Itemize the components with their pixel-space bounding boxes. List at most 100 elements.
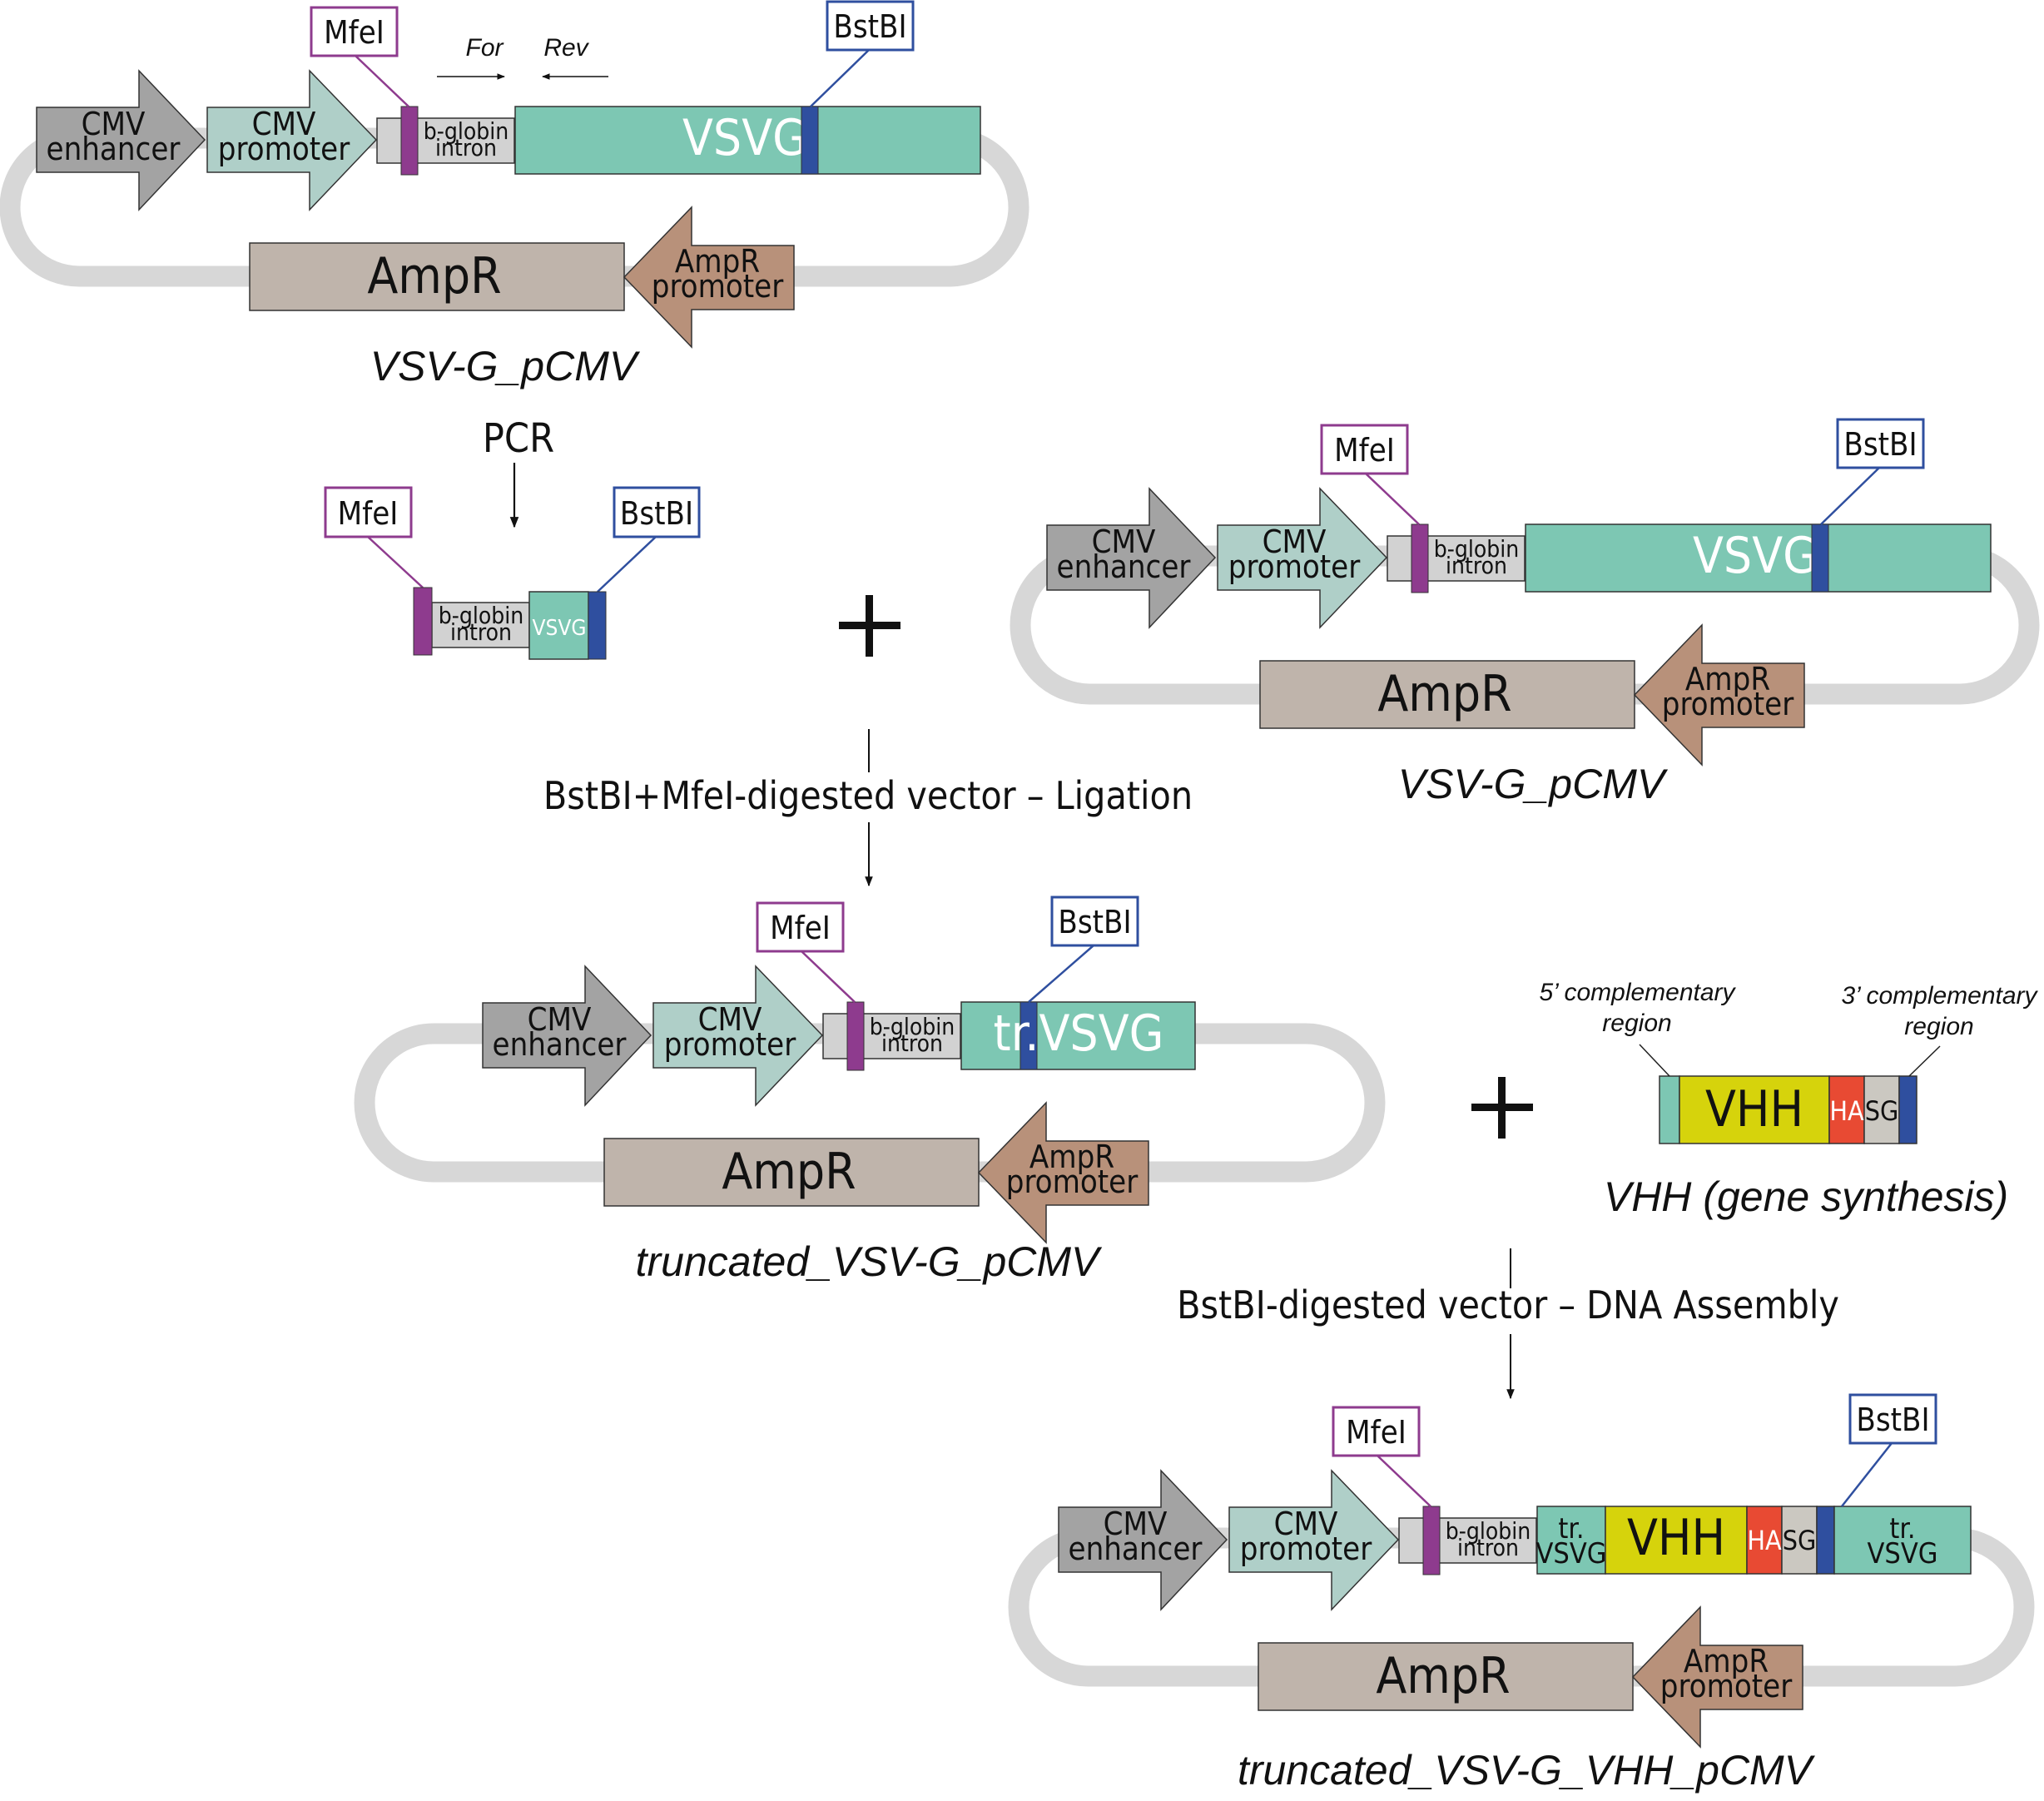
mfei-label-leader <box>801 950 856 1003</box>
three-prime-leader <box>1908 1045 1941 1077</box>
ampr-box <box>1258 1642 1634 1711</box>
plasmid-title: VSV-G_pCMV <box>370 343 641 389</box>
mfei-label-box <box>1320 424 1409 475</box>
b-globin-intron-box <box>376 117 515 164</box>
five-prime-complementary-box <box>1659 1075 1680 1144</box>
three-prime-label-line-2: region <box>1904 1013 1973 1040</box>
tr-vsvg-5-label-line-1: tr. <box>1558 1512 1584 1545</box>
ampr-promoter-label-line-1: AmpR <box>1029 1139 1114 1175</box>
tr-vsvg-box <box>960 1001 1196 1070</box>
bstbi-site-bar <box>1811 523 1829 593</box>
cmv-promoter-arrow <box>206 69 378 211</box>
bstbi-label-box <box>1050 896 1139 947</box>
plus-sign-2 <box>1471 1077 1533 1139</box>
bstbi-leader <box>597 536 657 593</box>
plasmid-backbone <box>1010 545 2040 705</box>
vsvg-label: VSVG <box>1693 527 1818 585</box>
cmv-enhancer-arrow <box>36 69 206 211</box>
cmv-enhancer-arrow <box>482 965 652 1107</box>
cmv-promoter-arrow <box>1217 487 1388 629</box>
ligation-step: BstBI+MfeI-digested vector – Ligation <box>543 729 1193 887</box>
tr-vsvg-3-label-line-1: tr. <box>1889 1512 1915 1545</box>
ampr: AmpR <box>603 1138 980 1207</box>
cmv-promoter-label-line-1: CMV <box>698 1001 762 1038</box>
five-prime-label-line-1: 5’ complementary <box>1539 979 1736 1006</box>
five-prime-leader <box>1639 1044 1670 1077</box>
vsvg-box <box>1525 523 1992 593</box>
insert-region: tr.VSVG <box>960 1001 1196 1070</box>
pcr-label: PCR <box>483 415 554 462</box>
tr-vsvg-3-label-line-2: VSVG <box>1868 1537 1938 1570</box>
mfei-label-leader <box>1365 473 1420 525</box>
cmv-enhancer-label-line-1: CMV <box>528 1001 592 1038</box>
three-prime-complementary-box <box>1898 1075 1917 1144</box>
mfei-label: MfeI <box>1320 424 1420 525</box>
plus-sign-1 <box>839 595 900 657</box>
bstbi-label: BstBI <box>1841 1393 1937 1507</box>
cmv-enhancer-label-line-2: enhancer <box>493 1026 628 1063</box>
ampr-promoter-label-line-2: promoter <box>1660 1668 1793 1704</box>
cmv-enhancer-arrow <box>1058 1469 1228 1611</box>
ampr-promoter-label-line-2: promoter <box>1006 1163 1139 1200</box>
bstbi-label-box <box>1836 418 1925 469</box>
bstbi-label-box <box>1848 1393 1937 1445</box>
ampr-promoter-label-line-2: promoter <box>652 268 784 305</box>
plasmid-backbone <box>1008 1527 2035 1687</box>
bstbi-label-box <box>613 486 701 538</box>
tr-vsvg-3-label: tr.VSVG <box>1868 1512 1938 1570</box>
tr-vsvg-label: tr.VSVG <box>994 1005 1164 1063</box>
cmv-promoter-label-line-2: promoter <box>664 1026 796 1063</box>
bstbi-label-leader <box>1820 467 1880 525</box>
cmv-enhancer-label-line-2: enhancer <box>1057 548 1192 585</box>
vhh-box <box>1679 1075 1830 1144</box>
plasmid-backbone <box>354 1023 1386 1183</box>
cmv-promoter-label-line-1: CMV <box>252 106 316 142</box>
mfei-label-leader <box>355 55 409 107</box>
tr-vsvg-5-label-line-2: VSVG <box>1536 1537 1607 1570</box>
cmv-enhancer-label-line-2: enhancer <box>47 131 181 167</box>
ha-tag-box <box>1746 1506 1783 1575</box>
bstbi-label-leader <box>1028 945 1094 1003</box>
b-globin-intron-box <box>822 1013 961 1059</box>
mfei-label-box <box>324 486 413 538</box>
ampr-label: AmpR <box>1377 665 1511 723</box>
sg-linker-box <box>1863 1075 1900 1144</box>
sg-linker-box <box>1781 1506 1818 1575</box>
cmv-promoter-label-line-1: CMV <box>1274 1506 1338 1542</box>
mfei-label-box <box>756 901 845 953</box>
ampr: AmpR <box>1259 660 1635 729</box>
three-prime-label-line-1: 3’ complementary <box>1841 982 2038 1010</box>
mfei-site-bar <box>1411 523 1429 593</box>
assembly-step: BstBI-digested vector – DNA Assembly <box>1177 1248 1839 1400</box>
b-globin-intron-label-line-1: b-globin <box>870 1013 955 1040</box>
bstbi-site-bar <box>1816 1506 1835 1575</box>
ampr-label: AmpR <box>1376 1647 1510 1705</box>
mfei-leader <box>367 536 424 588</box>
mfei-label-leader <box>1377 1455 1431 1507</box>
mfei-label-text: MfeI <box>1334 432 1395 469</box>
bstbi-label-text: BstBI <box>1058 904 1131 940</box>
b-globin-intron-label-line-2: intron <box>881 1029 943 1057</box>
cmv-promoter-arrow <box>652 965 824 1107</box>
bstbi-label-box <box>826 0 915 52</box>
